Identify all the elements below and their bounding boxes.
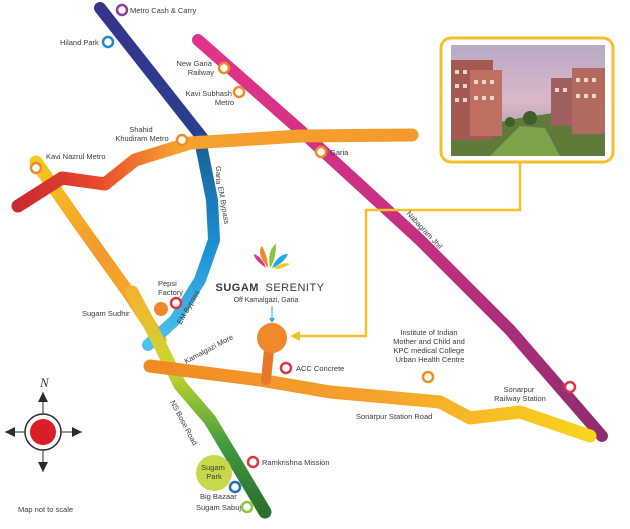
- label-line: KPC medical College: [394, 346, 465, 355]
- sugam-park-dot-icon: [196, 455, 232, 491]
- label-line: Khudiram Metro: [115, 134, 168, 143]
- project-name-light: SERENITY: [266, 282, 325, 294]
- project-location: Off Kamalgazi, Garia: [234, 297, 299, 304]
- station-label: Sugam Sudhir: [82, 309, 130, 318]
- label-line: Pepsi: [158, 279, 177, 288]
- station-ring-icon: [563, 380, 577, 394]
- label-line: Metro: [215, 98, 234, 107]
- station-sonarpur-railway[interactable]: Sonarpur Railway Station: [494, 380, 577, 403]
- callout-arrowhead: [290, 331, 300, 341]
- station-label: New Garia Railway: [176, 59, 214, 77]
- road-label-kamalgazi-more: Kamalgazi More: [183, 332, 235, 365]
- station-acc-concrete[interactable]: ACC Concrete: [279, 361, 344, 375]
- station-ring-icon: [232, 85, 246, 99]
- landmark-label: Sugam Park: [201, 463, 227, 481]
- em-bypass-road: [142, 134, 220, 351]
- station-label: Institute of Indian Mother and Child and…: [393, 328, 467, 364]
- compass-west-arrow-icon: [5, 427, 15, 437]
- project-pointer-arrow: [269, 318, 275, 323]
- project-location-dot[interactable]: [257, 323, 287, 353]
- station-ring-icon: [240, 500, 254, 514]
- label-line: New Garia: [176, 59, 212, 68]
- project-name: SUGAM SERENITY: [215, 282, 324, 294]
- station-kavi-subhash-metro[interactable]: Kavi Subhash Metro: [186, 85, 246, 107]
- pepsi-dot-icon: [154, 302, 168, 316]
- callout-leader: [296, 162, 522, 338]
- station-label: Sonarpur Railway Station: [494, 385, 546, 403]
- sugam-serenity-logo: [254, 244, 290, 269]
- station-health-centre[interactable]: Institute of Indian Mother and Child and…: [393, 328, 467, 384]
- map-footnote: Map not to scale: [18, 505, 73, 514]
- label-line: Railway: [188, 68, 215, 77]
- station-ring-icon: [29, 161, 43, 175]
- station-new-garia-railway[interactable]: New Garia Railway: [176, 59, 231, 77]
- label-line: Shahid: [129, 125, 152, 134]
- ns-bose-road: [125, 285, 272, 519]
- north-label: N: [39, 375, 50, 390]
- station-ring-icon: [228, 480, 242, 494]
- compass-rose: N: [5, 375, 82, 472]
- station-label: Ramkrishna Mission: [262, 458, 330, 467]
- station-ring-icon: [246, 455, 260, 469]
- station-garia[interactable]: Garia: [314, 145, 349, 159]
- compass-north-arrow-icon: [38, 392, 48, 402]
- label-line: Urban Health Centre: [396, 355, 465, 364]
- station-label: Shahid Khudiram Metro: [115, 125, 168, 143]
- station-ramkrishna-mission[interactable]: Ramkrishna Mission: [246, 455, 330, 469]
- station-pepsi-factory[interactable]: Pepsi Factory: [154, 279, 183, 316]
- station-ring-icon: [279, 361, 293, 375]
- station-sugam-sudhir[interactable]: Sugam Sudhir: [82, 309, 130, 318]
- station-ring-icon: [175, 133, 189, 147]
- label-line: Sugam: [201, 463, 225, 472]
- purple-road: [94, 2, 210, 146]
- station-label: Kavi Subhash Metro: [186, 89, 234, 107]
- label-line: Factory: [158, 288, 183, 297]
- label-line: Institute of Indian: [400, 328, 457, 337]
- landmark-sugam-park[interactable]: Sugam Park: [196, 455, 232, 491]
- nabagram-jhil-road: [192, 34, 608, 442]
- label-line: Park: [206, 472, 222, 481]
- station-label: Metro Cash & Carry: [130, 6, 197, 15]
- station-label: Kavi Nazrul Metro: [46, 152, 106, 161]
- compass-center-icon: [30, 419, 56, 445]
- label-line: Sonarpur: [504, 385, 535, 394]
- project-name-bold: SUGAM: [215, 282, 258, 294]
- compass-south-arrow-icon: [38, 462, 48, 472]
- sonarpur-station-road: [143, 359, 597, 443]
- station-label: ACC Concrete: [296, 364, 344, 373]
- road-label-garia: Garia: [214, 166, 223, 185]
- station-ring-icon: [314, 145, 328, 159]
- label-line: Railway Station: [494, 394, 546, 403]
- station-label: Pepsi Factory: [158, 279, 183, 297]
- station-kavi-nazrul-metro[interactable]: Kavi Nazrul Metro: [29, 152, 106, 175]
- compass-east-arrow-icon: [72, 427, 82, 437]
- station-metro-cash-carry[interactable]: Metro Cash & Carry: [115, 3, 197, 17]
- station-label: Sugam Sabuj: [196, 503, 241, 512]
- garia-road: [11, 128, 419, 213]
- station-label: Big Bazaar: [200, 492, 237, 501]
- station-ring-icon: [217, 61, 231, 75]
- label-line: Kavi Subhash: [186, 89, 232, 98]
- station-shahid-khudiram-metro[interactable]: Shahid Khudiram Metro: [115, 125, 189, 147]
- station-label: Garia: [330, 148, 349, 157]
- station-ring-icon: [421, 370, 435, 384]
- station-hiland-park[interactable]: Hiland Park: [60, 35, 115, 49]
- station-ring-icon: [115, 3, 129, 17]
- label-line: Mother and Child and: [393, 337, 465, 346]
- road-label-sonarpur-station-road: Sonarpur Station Road: [356, 412, 432, 421]
- station-sugam-sabuj[interactable]: Sugam Sabuj: [196, 500, 254, 514]
- project-photo: [451, 45, 605, 156]
- station-ring-icon: [169, 296, 183, 310]
- station-label: Hiland Park: [60, 38, 99, 47]
- station-big-bazaar[interactable]: Big Bazaar: [200, 480, 242, 501]
- station-ring-icon: [101, 35, 115, 49]
